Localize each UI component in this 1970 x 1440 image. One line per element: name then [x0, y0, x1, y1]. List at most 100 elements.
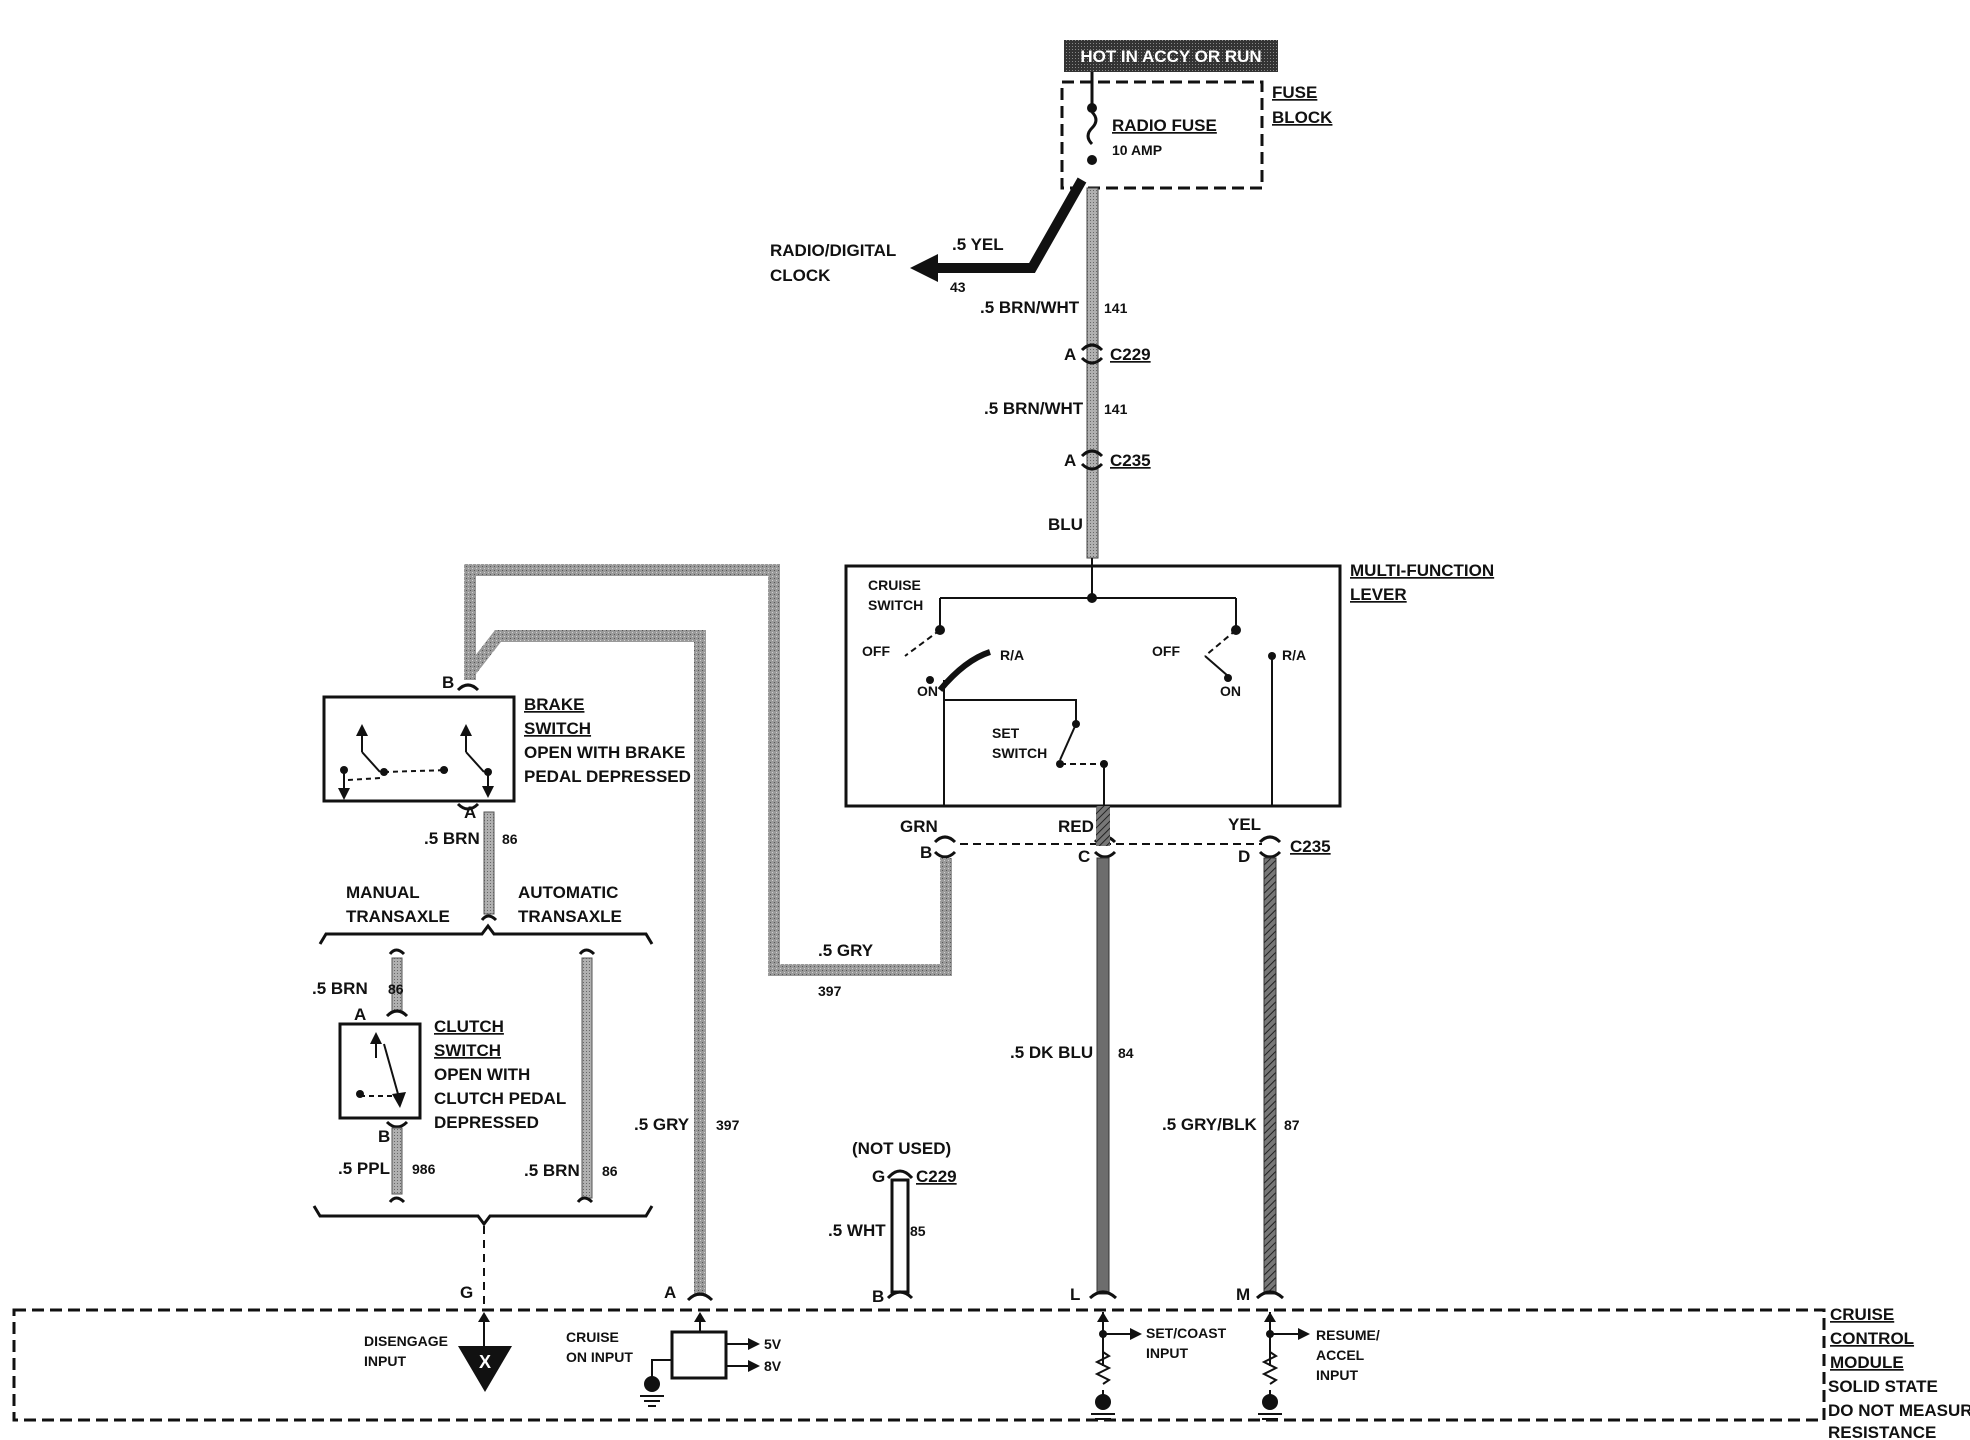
left-off-label: OFF [862, 643, 890, 659]
clutch-in-wire-label: .5 BRN [312, 979, 368, 998]
not-used-wire: (NOT USED) G C229 .5 WHT 85 B [828, 1139, 957, 1306]
brake-pin-a: A [464, 803, 476, 822]
gry-bottom-circuit: 397 [716, 1117, 740, 1133]
dk-blu-circuit: 84 [1118, 1045, 1134, 1061]
clutch-label-3: OPEN WITH [434, 1065, 530, 1084]
not-used-pin-g: G [872, 1167, 885, 1186]
right-on-label: ON [1220, 683, 1241, 699]
brake-label-4: PEDAL DEPRESSED [524, 767, 691, 786]
mfl-label-2: LEVER [1350, 585, 1407, 604]
v8-label: 8V [764, 1358, 782, 1374]
clutch-switch: .5 BRN 86 A B CLUTCH SWITCH OPEN WITH CL… [312, 948, 566, 1204]
brake-label-1: BRAKE [524, 695, 584, 714]
gry-blk-wire-label: .5 GRY/BLK [1162, 1115, 1257, 1134]
cruise-control-module: CRUISE CONTROL MODULE SOLID STATE DO NOT… [12, 1305, 1970, 1440]
dk-blu-wire-label: .5 DK BLU [1010, 1043, 1093, 1062]
brake-out-circuit: 86 [502, 831, 518, 847]
gry-blk-wire-87: .5 GRY/BLK 87 M [1162, 857, 1300, 1304]
hot-feed-banner: HOT IN ACCY OR RUN [1064, 40, 1278, 72]
not-used-c229: C229 [916, 1167, 957, 1186]
radio-dest-2: CLOCK [770, 266, 831, 285]
fuse-block-label-2: BLOCK [1272, 108, 1333, 127]
set-switch-label-1: SET [992, 725, 1020, 741]
module-label-1: CRUISE [1830, 1305, 1894, 1324]
feed-wire-label-1: .5 BRN/WHT [980, 298, 1080, 317]
gry-wire-397: .5 GRY 397 [464, 564, 952, 999]
module-label-4: SOLID STATE [1828, 1377, 1938, 1396]
c229-label: C229 [1110, 345, 1151, 364]
not-used-label: (NOT USED) [852, 1139, 951, 1158]
v5-label: 5V [764, 1336, 782, 1352]
c235-pin-a: A [1064, 451, 1076, 470]
set-coast-label-1: SET/COAST [1146, 1325, 1227, 1341]
c235-output-label: C235 [1290, 837, 1331, 856]
module-pin-g: G [460, 1283, 473, 1302]
feed-circuit-2: 141 [1104, 401, 1128, 417]
gry-top-wire-label: .5 GRY [818, 941, 874, 960]
resistor-icon [1094, 1351, 1112, 1385]
brn-wire-86: .5 BRN 86 [424, 811, 518, 922]
module-label-6: RESISTANCE [1828, 1423, 1936, 1440]
c235-output-connector: B C D C235 [920, 835, 1331, 866]
brake-label-3: OPEN WITH BRAKE [524, 743, 686, 762]
radio-wire-label: .5 YEL [952, 235, 1004, 254]
right-ra-label: R/A [1282, 647, 1306, 663]
radio-fuse-rating: 10 AMP [1112, 142, 1162, 158]
fuse-icon [1086, 110, 1098, 146]
out-red-label: RED [1058, 817, 1094, 836]
auto-transaxle-wire: .5 BRN 86 [524, 948, 618, 1204]
resistor-icon [1261, 1351, 1279, 1385]
radio-branch: RADIO/DIGITAL CLOCK .5 YEL 43 [770, 177, 1087, 295]
not-used-circuit: 85 [910, 1223, 926, 1239]
mfl-label-1: MULTI-FUNCTION [1350, 561, 1494, 580]
left-on-label: ON [917, 683, 938, 699]
ground-icon [1262, 1394, 1278, 1410]
auto-wire-label: .5 BRN [524, 1161, 580, 1180]
multi-function-lever: MULTI-FUNCTION LEVER CRUISE SWITCH OFF O… [844, 558, 1494, 836]
cruise-switch-label-1: CRUISE [868, 577, 921, 593]
not-used-pin-b: B [872, 1287, 884, 1306]
module-pin-a: A [664, 1283, 714, 1302]
c229-pin-a: A [1064, 345, 1076, 364]
out-yel-label: YEL [1228, 815, 1261, 834]
cruise-switch-arm [937, 649, 991, 692]
manual-label-1: MANUAL [346, 883, 420, 902]
disengage-triangle-icon [458, 1346, 512, 1392]
regulator-box [670, 1330, 728, 1380]
resume-label-2: ACCEL [1316, 1347, 1365, 1363]
connector-c229-icon [1080, 343, 1104, 365]
right-off-label: OFF [1152, 643, 1180, 659]
c235-pin-b: B [920, 843, 932, 862]
disengage-x-mark: X [479, 1352, 491, 1372]
manual-label-2: TRANSAXLE [346, 907, 450, 926]
c235-pin-c: C [1078, 847, 1090, 866]
hot-feed-label: HOT IN ACCY OR RUN [1080, 47, 1261, 66]
brake-label-2: SWITCH [524, 719, 591, 738]
module-label-2: CONTROL [1830, 1329, 1914, 1348]
cruise-on-label-1: CRUISE [566, 1329, 619, 1345]
feed-wire-label-3: BLU [1048, 515, 1083, 534]
clutch-label-2: SWITCH [434, 1041, 501, 1060]
c235-pin-d: D [1238, 847, 1250, 866]
module-label-5: DO NOT MEASURE [1828, 1401, 1970, 1420]
radio-dest-1: RADIO/DIGITAL [770, 241, 896, 260]
gry-top-circuit: 397 [818, 983, 842, 999]
clutch-out-wire-label: .5 PPL [338, 1159, 390, 1178]
out-grn-label: GRN [900, 817, 938, 836]
clutch-label-5: DEPRESSED [434, 1113, 539, 1132]
set-coast-label-2: INPUT [1146, 1345, 1188, 1361]
clutch-pin-b: B [378, 1127, 390, 1146]
dk-blu-wire-84: .5 DK BLU 84 L [1010, 806, 1134, 1304]
module-pin-a-label: A [664, 1283, 676, 1302]
fuse-block-label-1: FUSE [1272, 83, 1317, 102]
gry-blk-circuit: 87 [1284, 1117, 1300, 1133]
transaxle-options: MANUAL TRANSAXLE AUTOMATIC TRANSAXLE [312, 883, 654, 1227]
auto-wire-circuit: 86 [602, 1163, 618, 1179]
cruise-on-label-2: ON INPUT [566, 1349, 633, 1365]
module-pin-m: M [1236, 1285, 1250, 1304]
set-switch-label-2: SWITCH [992, 745, 1047, 761]
fuse-block: FUSE BLOCK RADIO FUSE 10 AMP [1060, 72, 1333, 190]
gry-bottom-wire-label: .5 GRY [634, 1115, 690, 1134]
not-used-wire-label: .5 WHT [828, 1221, 886, 1240]
